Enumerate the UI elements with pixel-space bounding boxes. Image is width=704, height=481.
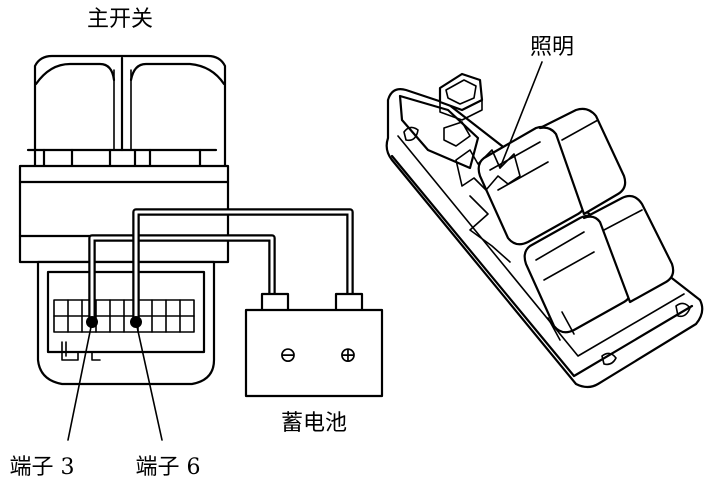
terminal-6-label: 端子 6 [136, 455, 201, 480]
battery-minus-terminal: ⊖ [279, 343, 297, 368]
terminal-3-label: 端子 3 [10, 455, 75, 480]
window-switch-assembly [385, 72, 704, 389]
battery [244, 292, 384, 398]
rocker-switch-upper [477, 107, 627, 246]
main-switch-label: 主开关 [87, 7, 153, 32]
battery-plus-terminal: ⊕ [339, 343, 357, 368]
illumination-knob [438, 72, 484, 121]
illumination-leader [499, 61, 543, 169]
battery-label: 蓄电池 [281, 411, 347, 436]
illumination-label: 照明 [530, 35, 574, 60]
terminal-6-leader [135, 321, 163, 441]
terminal-3-leader [67, 321, 93, 441]
wire-harness [88, 208, 354, 320]
rocker-switch-lower [523, 194, 675, 334]
terminal-grid [53, 299, 195, 333]
main-switch-unit [18, 54, 230, 386]
